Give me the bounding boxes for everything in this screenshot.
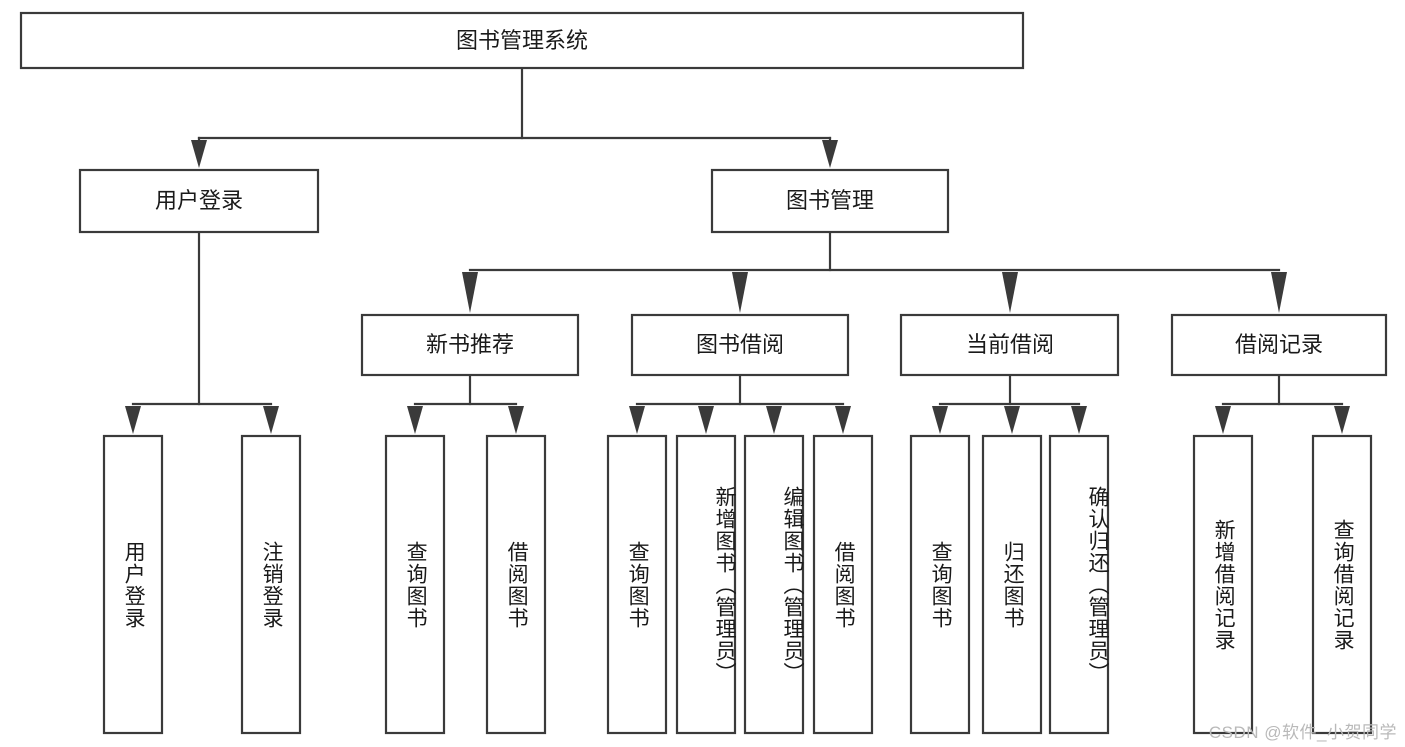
connector-group-book-manage — [462, 230, 1287, 313]
arrow-book-borrow-leaf-1 — [629, 406, 645, 434]
connector-group-new-book-rec — [407, 373, 524, 434]
arrow-user-login-leaf-2 — [263, 406, 279, 434]
leaf-user-login-box[interactable] — [102, 434, 164, 735]
node-new-book-rec[interactable]: 新书推荐 — [360, 313, 580, 377]
node-new-book-rec-box[interactable] — [360, 313, 580, 377]
arrow-book-manage-to-book-borrow — [732, 272, 748, 313]
connector-group-user-login — [125, 230, 279, 434]
arrow-new-book-rec-leaf-1 — [407, 406, 423, 434]
connector-group-current-borrow — [932, 373, 1087, 434]
node-root[interactable]: 图书管理系统 — [19, 11, 1025, 70]
node-borrow-record[interactable]: 借阅记录 — [1170, 313, 1388, 377]
arrow-borrow-record-leaf-1 — [1215, 406, 1231, 434]
node-borrow-record-label: 借阅记录 — [1235, 332, 1323, 357]
leaf-query-book-current-box[interactable] — [909, 434, 971, 735]
leaf-user-logout-box[interactable] — [240, 434, 302, 735]
connector-group-borrow-record — [1215, 373, 1350, 434]
node-user-login-box[interactable] — [78, 168, 320, 234]
leaf-borrow-book-rec-box[interactable] — [485, 434, 547, 735]
arrow-current-borrow-leaf-2 — [1004, 406, 1020, 434]
node-new-book-rec-label: 新书推荐 — [426, 332, 514, 357]
leaf-boxes — [102, 434, 1373, 735]
connector-group-book-borrow — [629, 373, 851, 434]
arrow-book-manage-to-new-book-rec — [462, 272, 478, 313]
arrow-current-borrow-leaf-1 — [932, 406, 948, 434]
arrow-book-borrow-leaf-4 — [835, 406, 851, 434]
leaf-query-borrow-record-box[interactable] — [1311, 434, 1373, 735]
node-book-borrow-label: 图书借阅 — [696, 332, 784, 357]
node-root-box[interactable] — [19, 11, 1025, 70]
arrow-borrow-record-leaf-2 — [1334, 406, 1350, 434]
leaf-add-book-admin-box[interactable] — [675, 434, 737, 735]
node-book-borrow-box[interactable] — [630, 313, 850, 377]
arrow-root-to-user-login — [191, 140, 207, 168]
leaf-return-book-box[interactable] — [981, 434, 1043, 735]
node-borrow-record-box[interactable] — [1170, 313, 1388, 377]
leaf-query-book-borrow-box[interactable] — [606, 434, 668, 735]
leaf-confirm-return-admin-box[interactable] — [1048, 434, 1110, 735]
leaf-borrow-book-box[interactable] — [812, 434, 874, 735]
node-book-manage-box[interactable] — [710, 168, 950, 234]
arrow-root-to-book-manage — [822, 140, 838, 168]
arrow-book-borrow-leaf-2 — [698, 406, 714, 434]
arrow-book-borrow-leaf-3 — [766, 406, 782, 434]
node-current-borrow[interactable]: 当前借阅 — [899, 313, 1120, 377]
node-user-login[interactable]: 用户登录 — [78, 168, 320, 234]
node-current-borrow-box[interactable] — [899, 313, 1120, 377]
leaf-edit-book-admin-box[interactable] — [743, 434, 805, 735]
node-root-label: 图书管理系统 — [456, 28, 588, 53]
leaf-query-book-rec-box[interactable] — [384, 434, 446, 735]
node-book-manage-label: 图书管理 — [786, 188, 874, 213]
node-book-borrow[interactable]: 图书借阅 — [630, 313, 850, 377]
arrow-book-manage-to-current-borrow — [1002, 272, 1018, 313]
node-book-manage[interactable]: 图书管理 — [710, 168, 950, 234]
arrow-book-manage-to-borrow-record — [1271, 272, 1287, 313]
watermark-text: CSDN @软件_小贺同学 — [1208, 723, 1397, 742]
arrow-new-book-rec-leaf-2 — [508, 406, 524, 434]
node-current-borrow-label: 当前借阅 — [966, 332, 1054, 357]
node-user-login-label: 用户登录 — [155, 188, 243, 213]
connector-group-root — [191, 66, 838, 168]
arrow-current-borrow-leaf-3 — [1071, 406, 1087, 434]
leaf-add-borrow-record-box[interactable] — [1192, 434, 1254, 735]
arrow-user-login-leaf-1 — [125, 406, 141, 434]
